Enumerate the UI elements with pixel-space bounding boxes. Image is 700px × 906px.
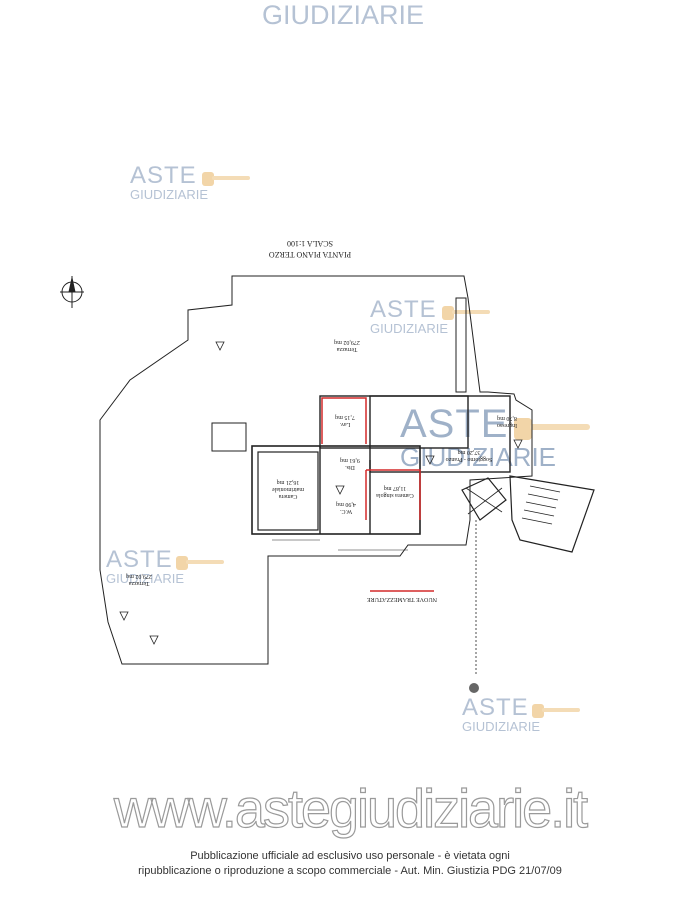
room-soggiorno-pranzo: Soggiorno - Pranzo 37,20 mq — [445, 449, 493, 462]
room-wc: W.C. 4,90 mq — [336, 501, 356, 514]
watermark-aste-2: ASTE GIUDIZIARIE — [370, 296, 449, 336]
watermark-aste-4: ASTE GIUDIZIARIE — [106, 546, 185, 586]
room-dis: Dis. 9,61 mq — [340, 457, 360, 470]
ink-stamp — [469, 683, 479, 693]
room-terrazza-left: Terrazza 279,02 mq — [126, 573, 152, 586]
room-camera-matrimoniale: Camera matrimoniale 16,21 mq — [272, 479, 304, 499]
level-marker — [513, 439, 523, 449]
stair-outline — [509, 475, 595, 553]
footer-line-2: ripubblicazione o riproduzione a scopo c… — [138, 865, 562, 877]
gavel-icon — [526, 696, 582, 731]
gavel-icon — [170, 548, 226, 583]
camera-mat-room — [257, 451, 319, 531]
compass-icon — [60, 276, 84, 308]
watermark-aste-5: ASTE GIUDIZIARIE — [462, 694, 541, 734]
footer-line-1: Pubblicazione ufficiale ad esclusivo uso… — [190, 850, 510, 862]
watermark-aste-1: ASTE GIUDIZIARIE — [130, 162, 209, 202]
gavel-icon — [436, 298, 492, 333]
legend-label: NUOVE TRAMEZZATURE — [366, 596, 438, 602]
level-marker — [335, 485, 345, 495]
gavel-icon — [196, 164, 252, 199]
watermark-aste-3: ASTE GIUDIZIARIE — [400, 402, 557, 472]
watermark-top: GIUDIZIARIE — [262, 0, 425, 30]
terrace-outline — [99, 275, 533, 665]
room-terrazza-top: Terrazza 279,02 mq — [334, 339, 360, 352]
level-marker — [425, 455, 435, 465]
footer-url: www.astegiudiziarie.it — [113, 778, 588, 839]
level-marker — [119, 611, 129, 621]
room-ingresso: Ingresso 8,70 mq — [496, 415, 518, 428]
room-camera-singola: Camera singola 11,87 mq — [376, 485, 414, 498]
level-marker — [149, 635, 159, 645]
new-partitions — [321, 397, 421, 520]
column-square — [211, 422, 247, 452]
room-lav: Lav. 7,15 mq — [335, 414, 355, 427]
level-marker — [215, 341, 225, 351]
soggiorno-block — [369, 395, 511, 473]
gavel-icon — [508, 408, 594, 457]
